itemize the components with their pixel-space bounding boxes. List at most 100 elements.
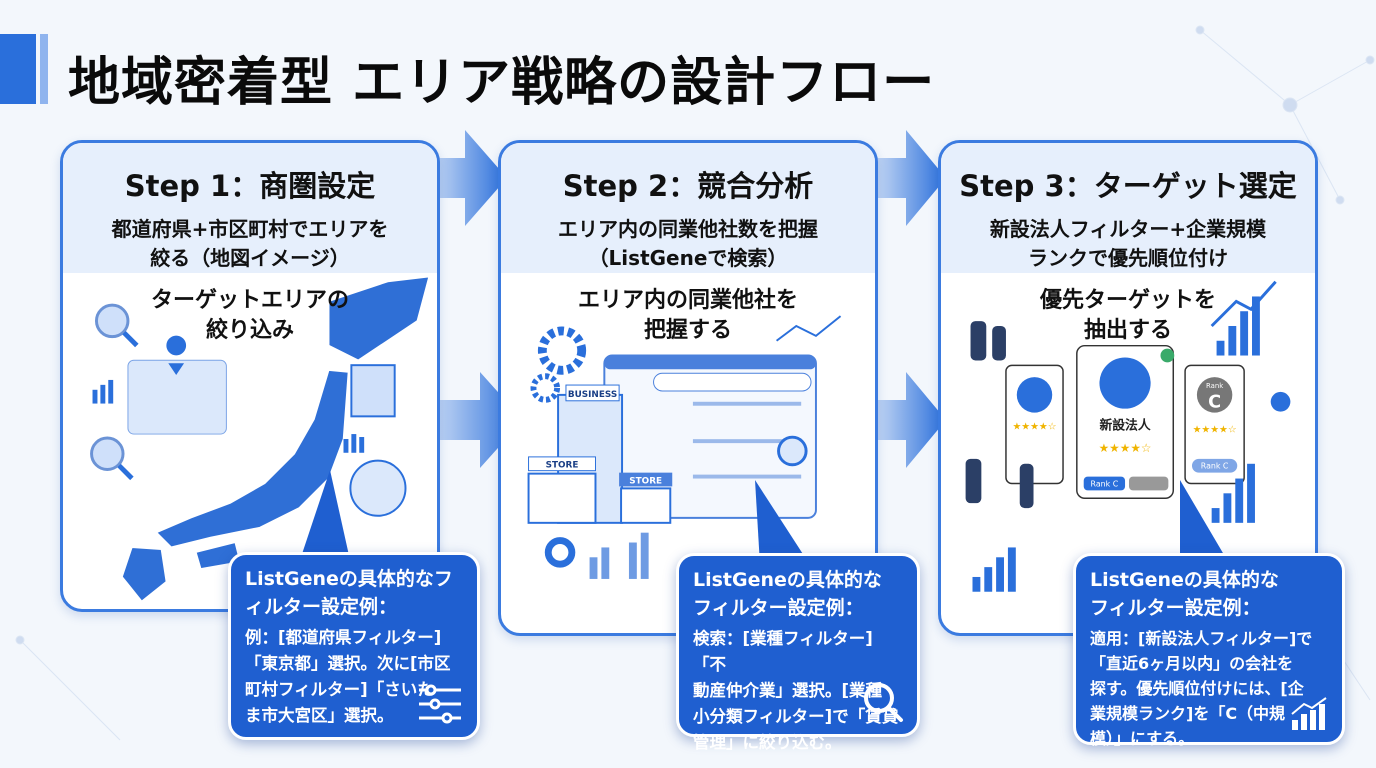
caption-line: 優先ターゲットを (1039, 288, 1216, 313)
body-line: 模）」にする。 (1090, 729, 1195, 748)
callout-1-tail (300, 470, 350, 560)
step-2-subtitle: エリア内の同業他社数を把握 （ListGeneで検索） (501, 215, 875, 273)
body-line: ま市大宮区」選択。 (245, 706, 394, 725)
arrow-step2-to-step3-top (868, 130, 946, 226)
callout-heading: ListGeneの具体的なフィルター設定例： (693, 566, 903, 622)
callout-heading: ListGeneの具体的なフィルター設定例： (1090, 566, 1328, 622)
rocket-icon (1099, 357, 1151, 409)
caption-line: 絞り込み (205, 318, 294, 343)
medal-icon (1270, 391, 1291, 412)
line-chart-icon (775, 315, 842, 342)
body-line: 「東京都」選択。次に[市区 (245, 654, 451, 673)
growth-chart-icon (1210, 280, 1277, 356)
callout-body: 例：[都道府県フィルター]「東京都」選択。次に[市区町村フィルター]「さいたま市… (245, 625, 463, 729)
body-line: 動産仲介業」選択。[業種 (693, 681, 883, 700)
subtitle-line: ランクで優先順位付け (1028, 246, 1228, 270)
subtitle-line: エリア内の同業他社数を把握 (558, 217, 818, 241)
japan-map-illustration (90, 275, 431, 603)
magnifier-icon (94, 303, 130, 339)
step-3-header: Step 3：ターゲット選定 新設法人フィルター+企業規模ランクで優先順位付け (941, 143, 1315, 273)
heading-line: フィルター設定例： (693, 597, 864, 619)
store-1 (527, 472, 597, 524)
heading-line: フィルター設定例： (1090, 597, 1261, 619)
filter-sliders-icon (419, 684, 461, 724)
step-1-panel: Step 1：商圏設定 都道府県+市区町村でエリアを絞る（地図イメージ） ターゲ… (60, 140, 440, 612)
donut-chart-icon (544, 537, 576, 568)
caption-line: エリア内の同業他社を (577, 288, 798, 313)
store-sign-1: STORE (546, 461, 579, 471)
step-3-caption: 優先ターゲットを抽出する (941, 286, 1315, 346)
callout-body: 検索：[業種フィルター]「不動産仲介業」選択。[業種小分類フィルター]で「賃貸管… (693, 626, 903, 756)
globe-pin-icon (349, 459, 407, 517)
callout-3-tail (1180, 480, 1230, 565)
gear-icon (537, 326, 587, 375)
arrow-step1-to-step2-top (425, 130, 507, 226)
step-1-caption: ターゲットエリアの絞り込み (63, 286, 437, 346)
subtitle-line: （ListGeneで検索） (588, 246, 788, 270)
step-1-header: Step 1：商圏設定 都道府県+市区町村でエリアを絞る（地図イメージ） (63, 143, 437, 273)
star-rating-icon: ★★★★☆ (1012, 421, 1056, 432)
gear-icon (530, 373, 561, 403)
title-accent-block (0, 34, 36, 104)
hokkaido-shape (327, 275, 431, 362)
callout-heading: ListGeneの具体的なフィルター設定例： (245, 565, 463, 621)
magnifier-icon (777, 435, 808, 467)
kanto-inset-map (127, 359, 227, 435)
folded-map-icon (350, 364, 396, 418)
store-sign-2: STORE (629, 476, 662, 486)
business-sign: BUSINESS (568, 390, 617, 400)
check-icon (1160, 348, 1175, 363)
step-1-title: Step 1：商圏設定 (124, 169, 376, 203)
rank-circle (1196, 377, 1233, 413)
magnifier-icon (864, 683, 903, 722)
step-2-title: Step 2：競合分析 (562, 169, 814, 203)
search-bar (653, 372, 812, 392)
growth-chart-icon (1291, 697, 1327, 730)
subtitle-line: 絞る（地図イメージ） (150, 246, 350, 270)
body-line: 業規模ランク]を「C（中規 (1090, 704, 1286, 723)
heading-line: ィルター設定例： (245, 596, 398, 618)
body-line: 探す。優先順位付けには、[企 (1090, 679, 1304, 698)
map-pin-icon (166, 335, 187, 376)
arrow-step2-to-step3-middle (868, 372, 946, 468)
step-3-title: Step 3：ターゲット選定 (959, 169, 1297, 203)
heading-line: ListGeneの具体的な (1090, 569, 1279, 591)
caption-line: 抽出する (1083, 318, 1172, 343)
subtitle-line: 新設法人フィルター+企業規模 (989, 217, 1267, 241)
step-2-caption: エリア内の同業他社を把握する (501, 286, 875, 346)
step-3-subtitle: 新設法人フィルター+企業規模ランクで優先順位付け (941, 215, 1315, 273)
step-1-filter-callout: ListGeneの具体的なフィルター設定例： 例：[都道府県フィルター]「東京都… (228, 552, 480, 740)
step-3-filter-callout: ListGeneの具体的なフィルター設定例： 適用：[新設法人フィルター]で「直… (1073, 553, 1345, 748)
rank-circle-label: Rank (1206, 382, 1223, 390)
target-selection-illustration: 新設法人 ★★★★☆ Rank C Rank C ★★★★☆ ★★★★☆ Ran… (965, 280, 1291, 592)
callout-2-tail (755, 480, 810, 565)
body-line: 町村フィルター]「さいた (245, 680, 434, 699)
star-rating-icon: ★★★★☆ (1099, 441, 1152, 455)
step-1-subtitle: 都道府県+市区町村でエリアを絞る（地図イメージ） (63, 215, 437, 273)
subtitle-line: 都道府県+市区町村でエリアを (111, 217, 389, 241)
caption-line: ターゲットエリアの (150, 288, 349, 313)
star-rating-icon: ★★★★☆ (1193, 424, 1237, 435)
honshu-shape (155, 369, 350, 549)
body-line: 小分類フィルター]で「賃貸 (693, 707, 899, 726)
heading-line: ListGeneの具体的なフ (245, 568, 453, 590)
body-line: 適用：[新設法人フィルター]で (1090, 629, 1313, 648)
body-line: 検索：[業種フィルター]「不 (693, 629, 873, 674)
rank-badge: Rank C (1091, 479, 1119, 488)
body-line: 管理」に絞り込む。 (693, 733, 842, 752)
rank-letter: C (1208, 393, 1221, 413)
business-competitor-illustration: BUSINESS STORE STORE (527, 315, 842, 579)
card-label: 新設法人 (1099, 417, 1150, 433)
caption-line: 把握する (643, 318, 732, 343)
growth-chart-icon (972, 547, 1016, 592)
store-2 (620, 487, 672, 524)
magnifier-icon (90, 436, 125, 471)
callout-body: 適用：[新設法人フィルター]で「直近6ヶ月以内」の会社を探す。優先順位付けには、… (1090, 626, 1328, 751)
step-2-header: Step 2：競合分析 エリア内の同業他社数を把握 （ListGeneで検索） (501, 143, 875, 273)
bar-chart-icon (589, 532, 649, 579)
business-people (965, 321, 1034, 509)
kyushu-shape (121, 546, 168, 603)
result-list (692, 401, 802, 479)
page-title: 地域密着型 エリア戦略の設計フロー (68, 53, 936, 113)
growth-chart-icon (1211, 463, 1255, 523)
